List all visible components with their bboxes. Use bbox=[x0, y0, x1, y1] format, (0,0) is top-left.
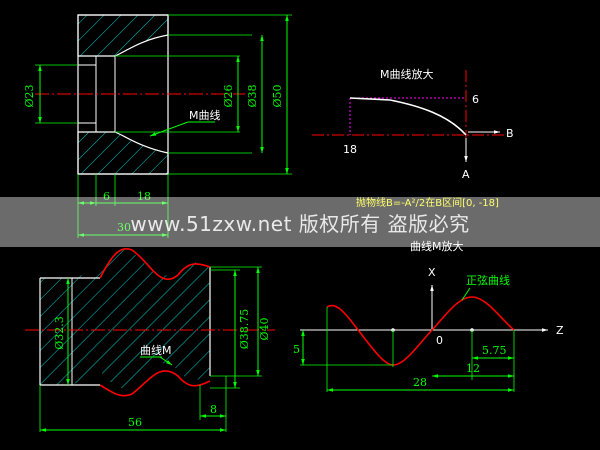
sine-label-12: 12 bbox=[466, 362, 480, 375]
sine-origin-label: 0 bbox=[436, 334, 443, 347]
sine-label-28: 28 bbox=[413, 376, 427, 389]
parabola-curve bbox=[349, 97, 467, 136]
part1-drawing: Ø23 Ø26 Ø38 Ø50 M曲线 6 18 30 bbox=[23, 14, 292, 238]
sine-curve bbox=[326, 296, 515, 366]
dim-d23: Ø23 bbox=[23, 84, 36, 107]
sine-curve-label: 正弦曲线 bbox=[466, 273, 510, 287]
dim-d50: Ø50 bbox=[271, 84, 284, 107]
dim-d32-3: Ø32.3 bbox=[53, 316, 66, 350]
parabola-detail: M曲线放大 B A 6 18 抛物线B=-A²/2在B区间[0, -18] bbox=[312, 67, 514, 209]
parabola-label-18: 18 bbox=[343, 143, 357, 156]
parabola-axis-b-label: B bbox=[506, 127, 514, 140]
dim-len18: 18 bbox=[137, 190, 151, 203]
dim-d38-75: Ø38.75 bbox=[238, 309, 251, 350]
part1-upper-section bbox=[77, 14, 169, 57]
dim-d38: Ø38 bbox=[246, 84, 259, 107]
sine-axis-x-label: X bbox=[428, 266, 436, 279]
part1-lower-section bbox=[77, 131, 169, 175]
part2-drawing: Ø32.3 Ø38.75 Ø40 曲线M 8 56 bbox=[25, 248, 275, 432]
sine-label-5-75: 5.75 bbox=[482, 344, 507, 357]
parabola-axis-a-label: A bbox=[462, 168, 470, 181]
watermark-banner: www.51zxw.net 版权所有 盗版必究 bbox=[0, 197, 600, 247]
sine-title: 曲线M放大 bbox=[410, 239, 464, 253]
dim-len56: 56 bbox=[128, 416, 142, 429]
dim-d26: Ø26 bbox=[222, 84, 235, 107]
part2-lower-curve bbox=[99, 370, 211, 397]
sine-axis-z-label: Z bbox=[556, 324, 564, 337]
part2-upper-curve bbox=[99, 248, 211, 281]
sine-detail: 曲线M放大 X Z 0 正弦曲线 5 5.75 12 28 bbox=[293, 239, 564, 392]
part1-m-curve-label: M曲线 bbox=[189, 108, 221, 122]
dim-d40: Ø40 bbox=[258, 317, 271, 340]
dim-len6: 6 bbox=[103, 190, 110, 203]
part2-section bbox=[40, 248, 210, 389]
parabola-formula: 抛物线B=-A²/2在B区间[0, -18] bbox=[356, 196, 499, 209]
parabola-label-6: 6 bbox=[472, 93, 479, 106]
part2-m-curve-label: 曲线M bbox=[140, 343, 172, 357]
watermark-text: www.51zxw.net 版权所有 盗版必究 bbox=[130, 211, 470, 236]
dim-len30: 30 bbox=[117, 221, 131, 234]
dim-len8: 8 bbox=[210, 403, 217, 416]
sine-label-5: 5 bbox=[293, 343, 300, 356]
parabola-title: M曲线放大 bbox=[380, 67, 434, 81]
